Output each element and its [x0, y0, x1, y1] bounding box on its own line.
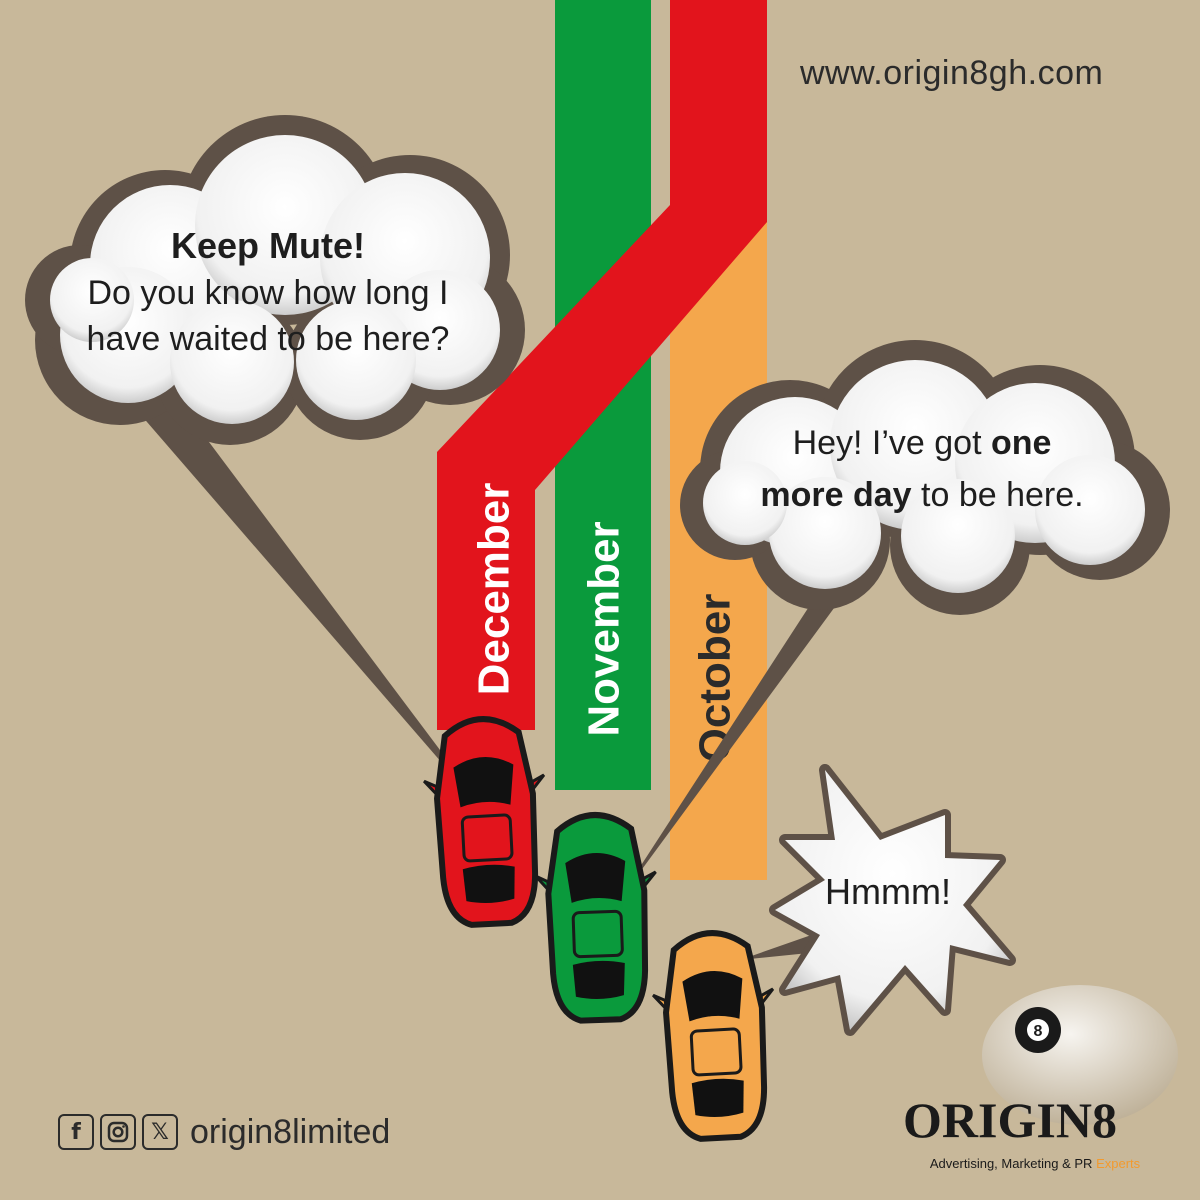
x-icon[interactable]: 𝕏 — [142, 1114, 178, 1150]
logo-name: ORIGIN8 — [903, 1092, 1117, 1148]
november-car — [534, 812, 657, 1024]
november-label: November — [580, 521, 629, 736]
november-bubble-tail — [612, 570, 862, 910]
social-handle[interactable]: origin8limited — [190, 1112, 391, 1151]
november-bubble-emphasis-one: one — [991, 424, 1051, 462]
december-car — [423, 716, 546, 928]
december-label: December — [470, 483, 519, 696]
october-bubble-text: Hmmm! — [825, 871, 951, 912]
december-bubble-line-1: Do you know how long I — [88, 274, 449, 312]
december-bubble-title: Keep Mute! — [171, 225, 365, 266]
logo-tagline: Advertising, Marketing & PR Experts — [930, 1156, 1141, 1171]
october-burst-bubble: Hmmm! — [769, 764, 1016, 1036]
origin8-logo: 8 ORIGIN8 Advertising, Marketing & PR Ex… — [903, 985, 1178, 1171]
november-bubble-line-2: more day to be here. — [760, 476, 1083, 514]
december-lane — [437, 0, 767, 730]
december-bubble-line-2: have waited to be here? — [87, 320, 450, 358]
december-bubble-tail — [115, 385, 500, 830]
november-bubble-text-start: Hey! I’ve got — [793, 424, 991, 462]
november-speech-bubble: Hey! I’ve got one more day to be here. — [680, 340, 1170, 615]
logo-tagline-accent: Experts — [1096, 1156, 1141, 1171]
december-speech-bubble: Keep Mute! Do you know how long I have w… — [25, 115, 525, 445]
october-car — [652, 930, 775, 1142]
website-url[interactable]: www.origin8gh.com — [800, 54, 1104, 92]
instagram-glyph — [107, 1121, 129, 1143]
instagram-icon[interactable] — [100, 1114, 136, 1150]
november-bubble-text-end: to be here. — [912, 476, 1084, 514]
logo-tagline-main: Advertising, Marketing & PR — [930, 1156, 1093, 1171]
svg-text:8: 8 — [1034, 1023, 1043, 1040]
november-bubble-line-1: Hey! I’ve got one — [793, 424, 1052, 462]
facebook-icon[interactable]: f — [58, 1114, 94, 1150]
social-links: f 𝕏 origin8limited — [58, 1110, 390, 1154]
november-bubble-emphasis-more-day: more day — [760, 476, 911, 514]
